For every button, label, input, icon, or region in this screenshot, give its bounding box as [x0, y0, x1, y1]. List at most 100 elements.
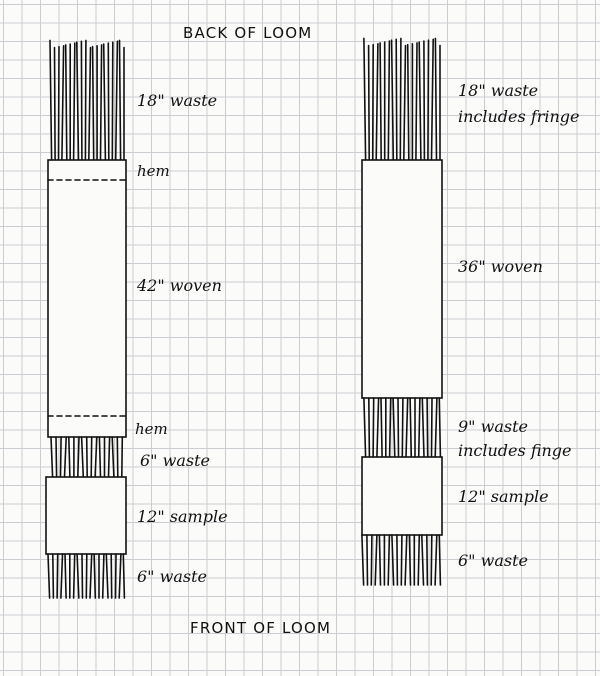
- warp-thread: [420, 534, 425, 586]
- warp-thread: [85, 436, 88, 478]
- warp-thread: [370, 534, 373, 586]
- left-sample-label: 12" sample: [137, 507, 228, 526]
- left-waste-mid-label: 6" waste: [140, 451, 210, 470]
- left-sample-block: [45, 476, 127, 555]
- warp-thread: [418, 41, 422, 161]
- warp-thread: [110, 553, 113, 599]
- right-woven-block: [361, 159, 443, 399]
- warp-thread: [90, 436, 93, 478]
- warp-thread: [417, 397, 421, 458]
- warp-thread: [81, 553, 84, 599]
- warp-thread: [49, 39, 53, 161]
- warp-thread: [111, 436, 115, 478]
- right-sample-label: 12" sample: [458, 487, 549, 506]
- warp-thread: [64, 553, 67, 599]
- warp-thread: [91, 45, 95, 161]
- warp-thread: [107, 436, 111, 478]
- warp-thread: [401, 397, 404, 458]
- warp-thread: [395, 38, 398, 161]
- warp-thread: [99, 44, 103, 161]
- warp-thread: [60, 553, 64, 599]
- warp-thread: [363, 397, 367, 458]
- warp-thread: [379, 42, 383, 161]
- warp-thread: [80, 436, 85, 478]
- warp-thread: [50, 436, 54, 478]
- warp-thread: [101, 553, 105, 599]
- warp-thread: [402, 44, 407, 161]
- warp-thread: [387, 40, 391, 161]
- front-of-loom-label: FRONT OF LOOM: [190, 619, 331, 637]
- warp-thread: [57, 45, 60, 161]
- warp-thread: [405, 397, 409, 458]
- warp-thread: [378, 534, 382, 586]
- warp-thread: [409, 397, 413, 458]
- left-woven-label: 42" woven: [136, 276, 222, 295]
- warp-thread: [361, 534, 365, 586]
- warp-thread: [51, 553, 55, 599]
- left-woven-block: [47, 159, 127, 438]
- right-waste-mid-label-line1: 9" waste: [458, 417, 528, 436]
- right-waste-bottom-warp: [361, 534, 442, 586]
- warp-thread: [53, 46, 56, 161]
- warp-thread: [438, 534, 442, 586]
- warp-thread: [375, 42, 379, 161]
- right-sample-block: [361, 456, 443, 536]
- warp-thread: [363, 37, 367, 161]
- warp-thread: [76, 41, 80, 161]
- warp-thread: [122, 553, 126, 599]
- warp-thread: [56, 553, 59, 599]
- warp-thread: [88, 46, 92, 161]
- warp-thread: [61, 44, 65, 161]
- warp-thread: [111, 41, 114, 161]
- warp-thread: [390, 39, 395, 161]
- warp-thread: [397, 397, 400, 458]
- warp-thread: [415, 42, 418, 161]
- warp-thread: [430, 38, 435, 161]
- warp-thread: [399, 37, 402, 161]
- warp-thread: [85, 553, 88, 599]
- warp-thread: [59, 436, 62, 478]
- warp-thread: [64, 44, 68, 161]
- warp-thread: [118, 553, 122, 599]
- warp-thread: [77, 436, 80, 478]
- warp-thread: [421, 397, 425, 458]
- warp-thread: [372, 397, 375, 458]
- warp-thread: [105, 553, 109, 599]
- warp-thread: [371, 43, 375, 161]
- warp-thread: [438, 397, 442, 458]
- left-waste-top-warp: [49, 39, 125, 161]
- warp-thread: [396, 534, 399, 586]
- warp-thread: [417, 534, 421, 586]
- warp-thread: [380, 397, 383, 458]
- warp-thread: [423, 40, 426, 161]
- warp-thread: [72, 42, 76, 161]
- warp-thread: [406, 43, 410, 161]
- warp-thread: [114, 553, 117, 599]
- warp-thread: [121, 436, 124, 478]
- warp-thread: [76, 553, 80, 599]
- warp-thread: [376, 397, 380, 458]
- warp-thread: [430, 534, 433, 586]
- warp-thread: [84, 39, 87, 161]
- warp-thread: [55, 436, 58, 478]
- warp-thread: [72, 553, 76, 599]
- right-waste-top-label-line1: 18" waste: [458, 81, 538, 100]
- warp-thread: [89, 553, 93, 599]
- right-waste-mid-warp: [363, 397, 442, 458]
- warp-thread: [367, 44, 371, 161]
- right-waste-mid-label-line2: includes finge: [458, 441, 572, 460]
- warp-thread: [408, 534, 412, 586]
- warp-thread: [118, 39, 122, 161]
- warp-thread: [47, 553, 51, 599]
- warp-thread: [366, 534, 369, 586]
- warp-thread: [374, 534, 378, 586]
- left-hem-bottom-label: hem: [135, 420, 168, 438]
- right-woven-label: 36" woven: [458, 257, 543, 276]
- warp-thread: [94, 436, 98, 478]
- warp-thread: [114, 40, 119, 161]
- warp-thread: [102, 43, 107, 161]
- warp-thread: [107, 42, 110, 161]
- left-waste-mid-warp: [50, 436, 124, 478]
- left-hem-top-label: hem: [137, 162, 170, 180]
- left-waste-bottom-label: 6" waste: [137, 567, 207, 586]
